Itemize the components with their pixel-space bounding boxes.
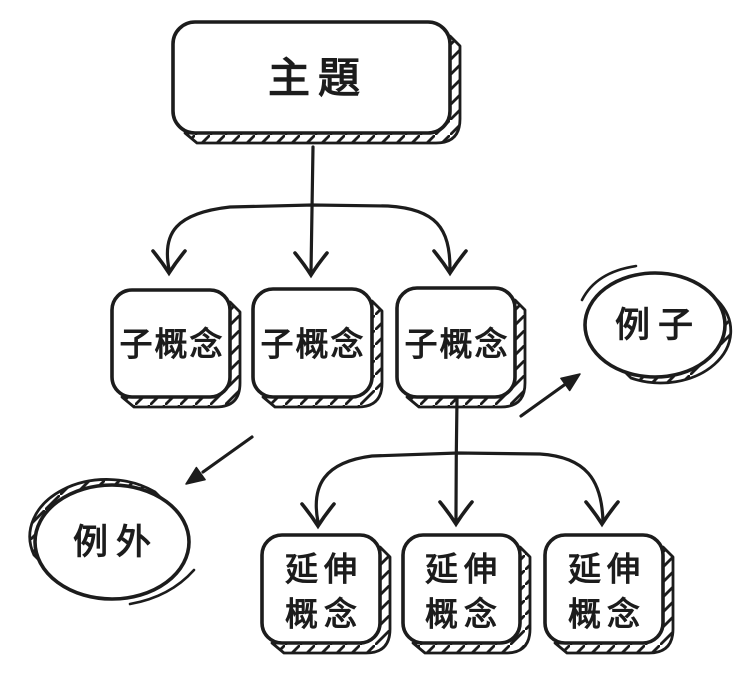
arrowhead-ext1 <box>300 502 336 530</box>
arrowhead-sub1 <box>151 249 187 277</box>
sub3-label: 子概念 <box>405 325 510 364</box>
edges-root-to-subconcepts <box>151 145 468 279</box>
edge-sub3-branch <box>314 451 605 524</box>
edge-sub3-ext2-shaft <box>454 397 459 523</box>
arrowhead-exception <box>185 466 206 485</box>
arrowhead-example <box>560 373 581 392</box>
edges-sub3-to-extensions <box>300 397 620 530</box>
root-label: 主題 <box>268 54 368 103</box>
node-sub3: 子概念 <box>395 286 527 409</box>
example-label: 例子 <box>615 306 701 346</box>
node-exception: 例外 <box>28 478 196 606</box>
exception-accent-stroke <box>128 568 196 606</box>
node-ext2: 延伸 概念 <box>401 533 532 655</box>
ext1-label-line2: 概念 <box>285 595 363 634</box>
ext3-label-line1: 延伸 <box>568 550 646 589</box>
ext1-label-line1: 延伸 <box>285 550 363 589</box>
edge-to-example <box>519 373 581 418</box>
node-ext1: 延伸 概念 <box>260 533 392 655</box>
ext1-box <box>260 533 382 645</box>
example-ellipse <box>583 271 727 379</box>
ext3-label-line2: 概念 <box>568 595 646 634</box>
arrowhead-ext2 <box>438 500 474 528</box>
edge-root-sub2-shaft <box>309 145 315 274</box>
sub3-box <box>395 286 517 399</box>
ext2-box <box>401 533 522 645</box>
exception-label: 例外 <box>73 523 159 563</box>
arrowhead-sub2 <box>293 251 329 279</box>
exception-ellipse <box>33 483 191 601</box>
sub2-label: 子概念 <box>261 325 366 364</box>
example-accent-stroke <box>580 264 638 302</box>
ext2-label-line2: 概念 <box>425 595 503 634</box>
arrowhead-sub3 <box>432 249 468 277</box>
sub2-box <box>251 287 374 399</box>
node-ext3: 延伸 概念 <box>543 533 675 655</box>
edge-exception-shaft <box>201 435 254 474</box>
edge-root-branch <box>165 203 452 271</box>
node-root: 主題 <box>171 20 462 145</box>
sub1-label: 子概念 <box>120 325 225 364</box>
node-sub2: 子概念 <box>251 287 384 409</box>
root-box <box>171 20 452 135</box>
edge-example-shaft <box>519 381 569 418</box>
node-example: 例子 <box>580 264 733 385</box>
node-sub1: 子概念 <box>110 288 242 409</box>
sub1-box <box>110 288 232 399</box>
ext2-label-line1: 延伸 <box>425 550 503 589</box>
edge-to-exception <box>185 435 254 485</box>
arrowhead-ext3 <box>584 500 620 528</box>
ext3-box <box>543 533 665 645</box>
